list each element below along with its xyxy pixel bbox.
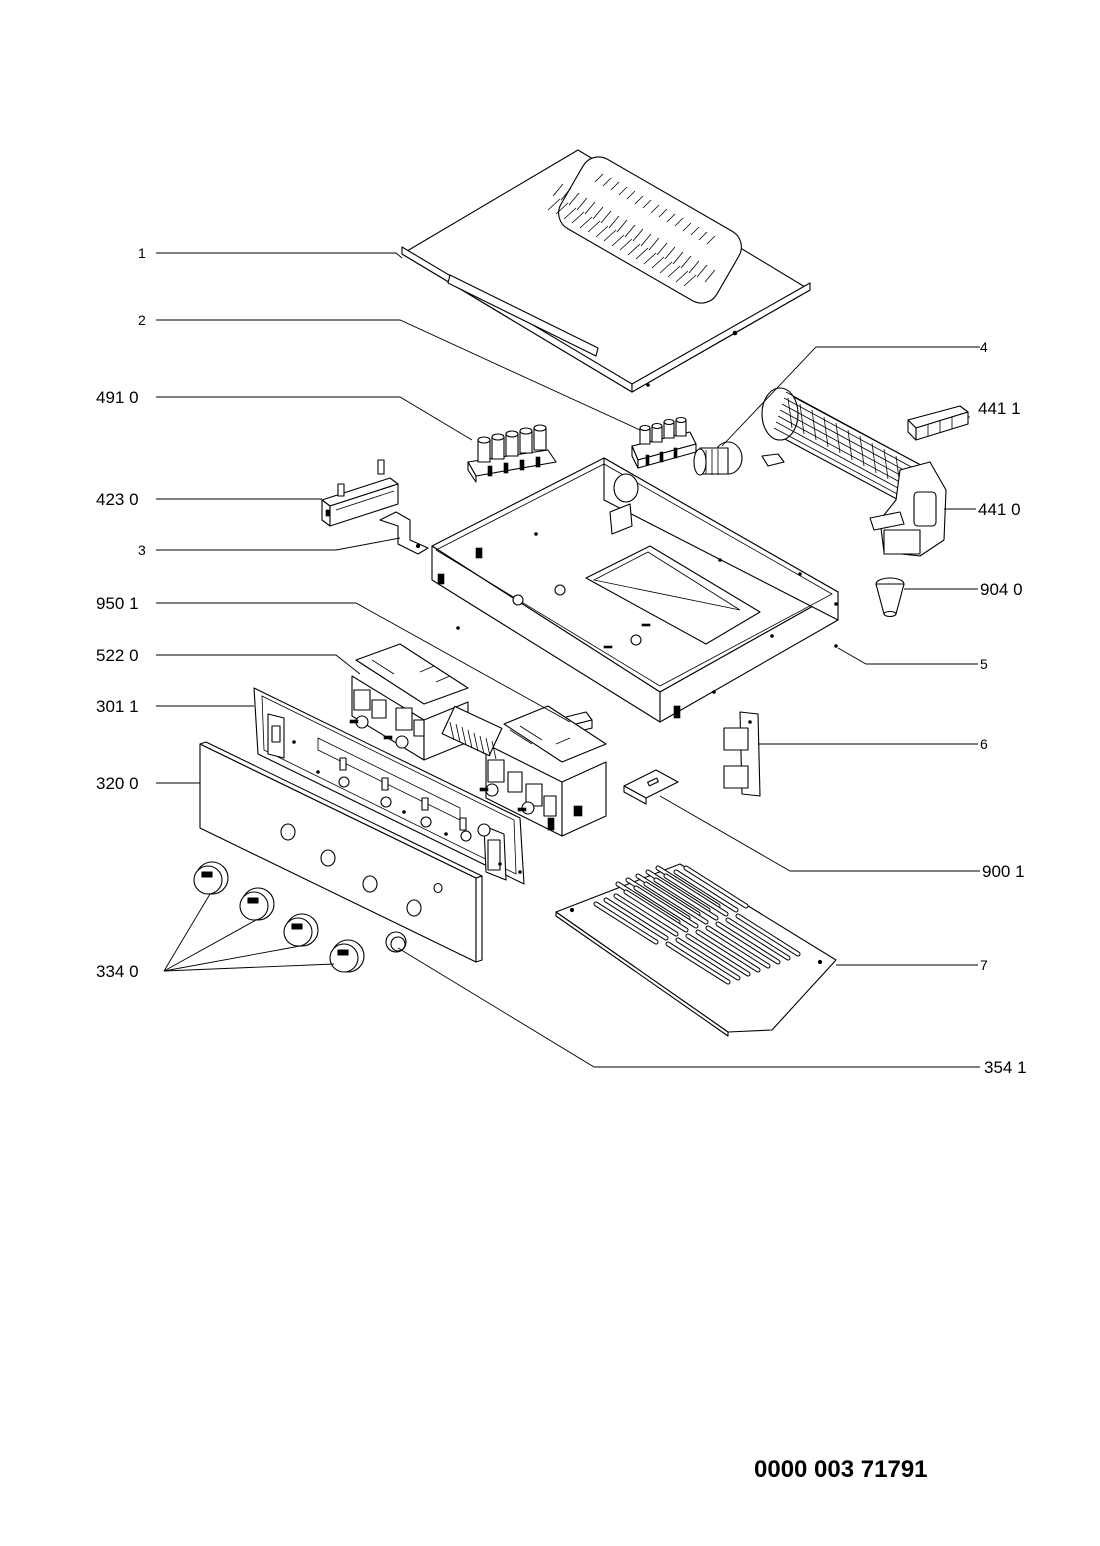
control-panel-frame-part-3011 [253,687,525,885]
callout-label-4411: 441 1 [978,399,1021,418]
callout-label-5: 5 [980,656,988,672]
callout-label-3340: 334 0 [96,962,139,981]
front-fascia-part-3200 [199,741,483,963]
leader-9001 [659,795,980,872]
leader-3340-b [163,919,257,972]
housing-box-part-5 [431,457,839,723]
slider-part-9001 [623,769,679,805]
terminal-block-4910-part [467,424,557,483]
callout-label-1: 1 [138,245,146,261]
callout-label-2: 2 [138,312,146,328]
callout-label-7: 7 [980,957,988,973]
terminal-block-part-2 [631,416,697,469]
leader-2 [156,319,641,431]
knob-4-part [329,939,365,973]
top-cover-part [401,149,811,393]
knob-3-part [283,913,319,947]
callout-label-6: 6 [980,736,988,752]
indicator-lens-part-3541 [385,931,407,953]
leader-lines [156,252,980,1068]
callout-label-5220: 522 0 [96,646,139,665]
component-4230-part [321,459,399,527]
callout-labels: 1 2 491 0 423 0 3 950 1 522 0 301 1 320 … [96,245,1027,1077]
cable-gland-part-4 [693,441,743,476]
bracket-part-3 [379,511,429,555]
callout-label-3541: 354 1 [984,1058,1027,1077]
knob-1-part [193,861,229,895]
switch-assembly-part-5220 [349,643,607,837]
callout-label-4230: 423 0 [96,490,139,509]
callout-label-3011: 301 1 [96,697,139,716]
knob-part-3340 [193,861,365,973]
callout-label-9001: 900 1 [982,862,1025,881]
document-number: 0000 003 71791 [754,1456,928,1483]
leader-3340-c [163,945,301,972]
leader-4910 [156,396,473,441]
leader-3340-a [163,893,211,972]
foot-part-9040 [875,577,905,618]
leader-9501 [156,602,571,723]
callout-label-4410: 441 0 [978,500,1021,519]
leader-5 [837,647,978,665]
callout-label-3: 3 [138,542,146,558]
callout-label-4910: 491 0 [96,388,139,407]
callout-label-3200: 320 0 [96,774,139,793]
tangential-fan-part-4410 [761,387,947,557]
leader-3340-d [163,963,335,972]
hinge-plate-part-6 [723,711,761,797]
callout-label-9040: 904 0 [980,580,1023,599]
knob-2-part [239,887,275,921]
callout-label-9501: 950 1 [96,594,139,613]
leader-1 [156,252,403,259]
callout-label-4: 4 [980,339,988,355]
leader-3541 [397,947,980,1068]
leader-3 [156,537,401,551]
block-part-4411 [907,405,969,441]
leader-5220 [156,654,361,675]
leader-4 [721,346,980,447]
bottom-grille-part-7 [555,863,837,1037]
